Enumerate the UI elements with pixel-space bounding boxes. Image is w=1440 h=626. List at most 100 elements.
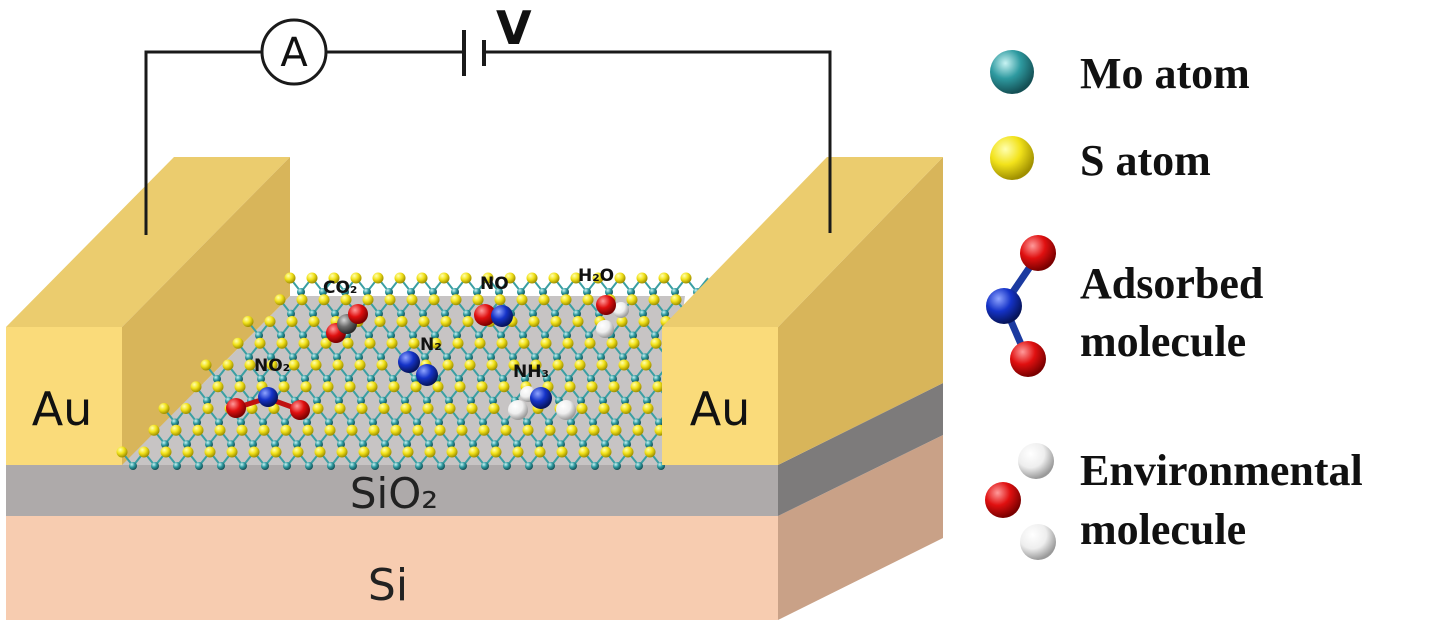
ammeter-icon: [260, 18, 328, 86]
environmental-hydrogen-icon: [1020, 524, 1056, 560]
mo-atom: [601, 440, 609, 449]
mo-atom: [413, 418, 421, 427]
mo-atom: [397, 309, 405, 318]
label-nh3: NH₃: [513, 362, 549, 382]
mo-atom: [337, 440, 345, 449]
mo-atom: [299, 331, 307, 340]
au-right-front: [662, 327, 778, 465]
s-atom: [474, 337, 486, 349]
mo-atom: [217, 462, 225, 470]
s-atom: [170, 424, 182, 436]
s-atom: [380, 446, 392, 458]
mo-atom: [271, 440, 279, 449]
au-left-front: [6, 327, 122, 465]
mo-atom: [443, 353, 451, 362]
s-atom: [460, 272, 472, 284]
si-substrate-side: [778, 435, 943, 620]
s-atom: [578, 446, 590, 458]
mo-atom: [283, 462, 291, 470]
mo-atom: [497, 331, 505, 340]
s-atom: [508, 359, 520, 371]
label-no2: NO₂: [254, 356, 290, 376]
s-atom: [332, 359, 344, 371]
circuit: [144, 18, 832, 235]
s-atom: [516, 294, 528, 306]
mo-atom: [205, 440, 213, 449]
au-label-left: Au: [32, 382, 93, 436]
s-atom: [496, 337, 508, 349]
s-atom: [354, 359, 366, 371]
s-atom: [334, 403, 346, 414]
mo-atom: [227, 440, 235, 449]
s-atom: [618, 359, 630, 371]
mo-atom: [509, 353, 517, 362]
s-atom: [368, 424, 380, 436]
si-label: Si: [368, 560, 408, 611]
legend-environmental-line2: molecule: [1080, 505, 1246, 554]
s-atom: [630, 381, 642, 393]
mo-atom: [333, 353, 341, 362]
s-atom: [562, 337, 574, 349]
mo-atom: [303, 418, 311, 427]
mo-atom: [499, 375, 507, 383]
s-atom: [490, 446, 502, 458]
nitrogen-atom: [530, 387, 552, 409]
s-atom: [670, 294, 682, 306]
legend-mo-label: Mo atom: [1080, 49, 1250, 98]
mo-atom: [441, 309, 449, 318]
s-atom: [534, 446, 546, 458]
mo-atom: [465, 353, 473, 362]
mo-atom: [259, 418, 267, 427]
label-co2: CO₂: [323, 278, 357, 298]
mo-atom: [239, 462, 247, 470]
mo-atom: [621, 396, 629, 405]
s-atom: [446, 446, 458, 458]
mo-atom: [541, 331, 549, 340]
s-atom: [396, 316, 408, 327]
s-atom: [462, 316, 474, 327]
mo-atom: [623, 440, 631, 449]
s-atom: [652, 381, 664, 393]
mo-atom: [587, 375, 595, 383]
mo-atom: [635, 462, 643, 470]
s-atom: [318, 294, 330, 306]
hydrogen-atom: [508, 400, 528, 420]
s-atom: [138, 446, 150, 458]
s-atom: [276, 337, 288, 349]
s-atom: [464, 359, 476, 371]
mo-atom: [369, 418, 377, 427]
s-atom: [248, 446, 260, 458]
mo-atom: [349, 462, 357, 470]
s-atom: [614, 272, 626, 284]
s-atom: [444, 403, 456, 414]
s-atom: [538, 294, 550, 306]
mo-atom: [357, 396, 365, 405]
s-atom: [432, 381, 444, 393]
s-atom: [366, 381, 378, 393]
mo-atom: [281, 418, 289, 427]
mo-atom: [525, 462, 533, 470]
s-atom: [486, 359, 498, 371]
mo-atom: [529, 309, 537, 318]
s-atom: [482, 272, 494, 284]
mo-atom: [475, 331, 483, 340]
mo-atom: [215, 418, 223, 427]
s-atom: [388, 381, 400, 393]
s-atom: [498, 381, 510, 393]
s-atom: [204, 446, 216, 458]
s-atom: [384, 294, 396, 306]
s-atom: [564, 381, 576, 393]
s-atom: [116, 446, 128, 458]
s-atom: [628, 337, 640, 349]
legend-s-label: S atom: [1080, 136, 1211, 185]
mo-atom: [367, 375, 375, 383]
s-atom: [494, 294, 506, 306]
s-atom-icon: [990, 136, 1034, 180]
oxygen-atom: [348, 304, 368, 324]
s-atom: [328, 272, 340, 284]
mo-atom: [445, 396, 453, 405]
s-atom: [346, 424, 358, 436]
mo-atom: [387, 331, 395, 340]
oxygen-atom: [596, 295, 616, 315]
